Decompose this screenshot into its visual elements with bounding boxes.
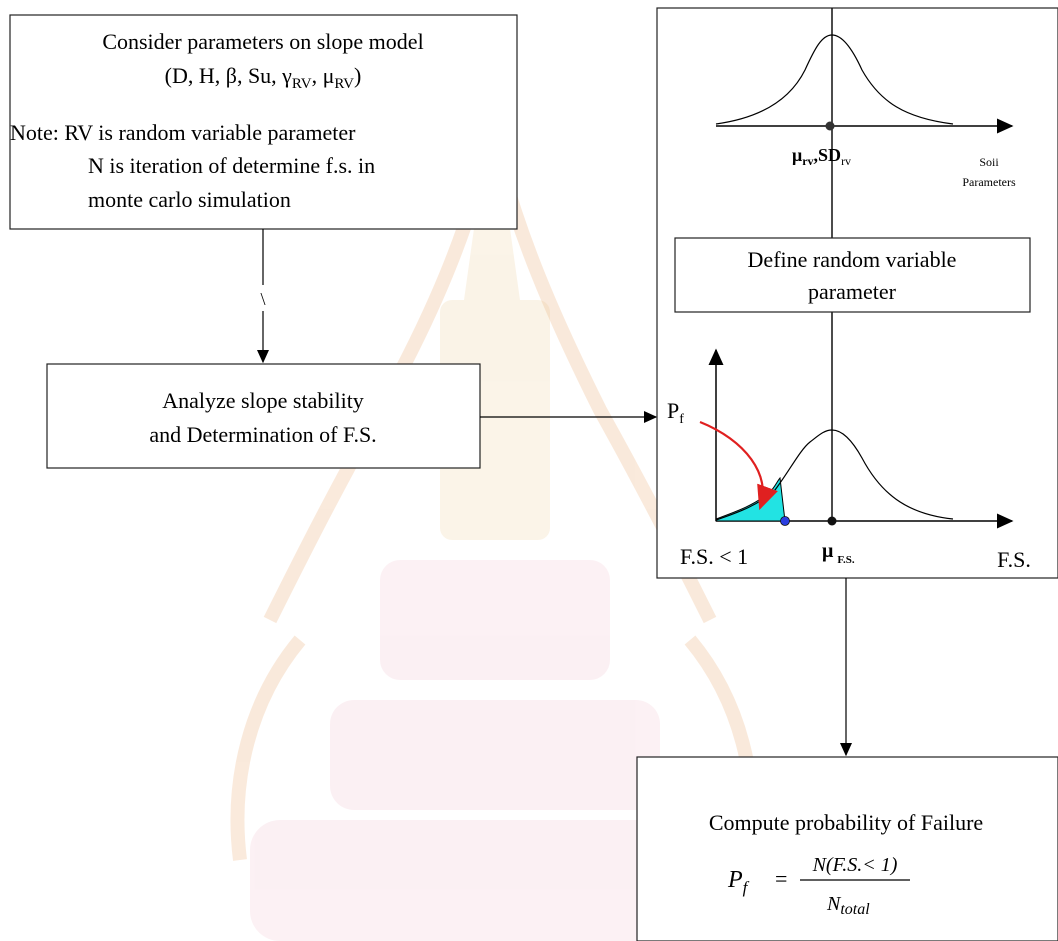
- top-mu-label: μrv,SDrv: [792, 145, 851, 168]
- top-plot-mean-dot: [825, 121, 835, 131]
- bottom-plot-mean-dot: [827, 516, 837, 526]
- svg-text:Ntotal: Ntotal: [826, 893, 870, 918]
- svg-text:=: =: [775, 866, 787, 891]
- top-plot-curve: [715, 34, 954, 125]
- analyze-line-2: and Determination of F.S.: [149, 422, 376, 447]
- consider-params: (D, H, β, Su, γRV, μRV): [165, 63, 362, 92]
- define-line-1: Define random variable: [748, 247, 957, 272]
- compute-title: Compute probability of Failure: [709, 810, 983, 835]
- box-compute-pf: [636, 756, 1058, 941]
- top-axis-label-1: Soii: [979, 155, 999, 169]
- top-axis-label-2: Parameters: [962, 175, 1016, 189]
- connector-mark: \: [260, 289, 265, 309]
- pf-arrow: [699, 420, 778, 511]
- fs-axis-label: F.S.: [997, 547, 1031, 572]
- pf-formula: Pf = N(F.S.< 1) Ntotal: [727, 854, 910, 918]
- analyze-line-1: Analyze slope stability: [162, 388, 364, 413]
- box-analyze-slope: [46, 363, 481, 469]
- define-line-2: parameter: [808, 279, 897, 304]
- note-line-3: monte carlo simulation: [88, 187, 291, 212]
- note-line-2: N is iteration of determine f.s. in: [88, 153, 375, 178]
- box-consider-parameters: [9, 14, 518, 230]
- svg-text:Pf: Pf: [727, 867, 750, 897]
- box-define-random-variable: [674, 237, 1031, 313]
- fs-one-dot: [780, 516, 790, 526]
- svg-text:N(F.S.< 1): N(F.S.< 1): [812, 854, 898, 876]
- fs-less-than-one-label: F.S. < 1: [680, 544, 748, 569]
- consider-title: Consider parameters on slope model: [102, 29, 423, 54]
- note-line-1: Note: RV is random variable parameter: [10, 120, 356, 145]
- pf-label: Pf: [667, 398, 684, 427]
